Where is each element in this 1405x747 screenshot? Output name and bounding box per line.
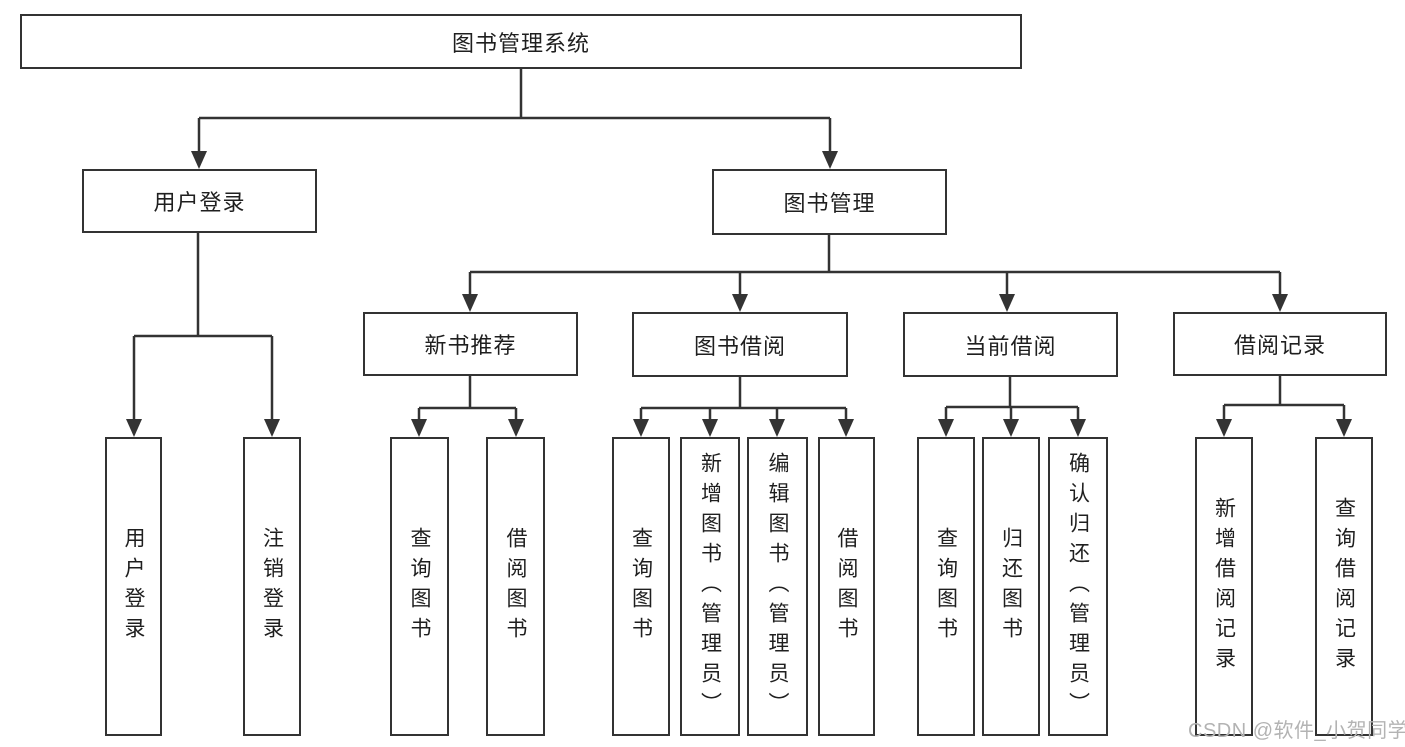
arrowhead bbox=[1003, 419, 1019, 437]
leaf-query-book-3: 查询图书 bbox=[917, 437, 975, 736]
arrowhead bbox=[126, 419, 142, 437]
leaf-query-book-1: 查询图书 bbox=[390, 437, 449, 736]
node-new-book-recommend: 新书推荐 bbox=[363, 312, 578, 376]
arrowhead bbox=[462, 294, 478, 312]
leaf-label: 注销登录 bbox=[260, 526, 284, 647]
connector-user-login bbox=[132, 233, 274, 420]
leaf-add-book-admin: 新增图书（管理员） bbox=[680, 437, 740, 736]
csdn-watermark: CSDN @软件_小贺同学 bbox=[1188, 720, 1405, 742]
connector-borrow-record bbox=[1222, 376, 1346, 420]
arrowhead bbox=[1070, 419, 1086, 437]
leaf-label: 查询借阅记录 bbox=[1332, 496, 1356, 677]
node-book-borrow: 图书借阅 bbox=[632, 312, 848, 377]
leaf-user-login: 用户登录 bbox=[105, 437, 162, 736]
connector-book-borrow bbox=[639, 377, 848, 420]
leaf-label: 借阅图书 bbox=[504, 526, 527, 647]
leaf-query-borrow-record: 查询借阅记录 bbox=[1315, 437, 1373, 736]
leaf-label: 新增图书（管理员） bbox=[698, 451, 722, 722]
arrowhead bbox=[822, 151, 838, 169]
leaf-label: 归还图书 bbox=[999, 526, 1023, 647]
arrowhead bbox=[999, 294, 1015, 312]
node-borrow-record: 借阅记录 bbox=[1173, 312, 1387, 376]
leaf-label: 新增借阅记录 bbox=[1212, 496, 1236, 677]
connector-book-management bbox=[468, 235, 1282, 295]
leaf-logout: 注销登录 bbox=[243, 437, 301, 736]
arrowhead bbox=[411, 419, 427, 437]
connector-new-book bbox=[417, 376, 518, 420]
leaf-query-book-2: 查询图书 bbox=[612, 437, 670, 736]
arrowhead bbox=[702, 419, 718, 437]
arrowhead bbox=[508, 419, 524, 437]
arrowhead bbox=[191, 151, 207, 169]
arrowhead bbox=[1336, 419, 1352, 437]
leaf-add-borrow-record: 新增借阅记录 bbox=[1195, 437, 1253, 736]
connector-current-borrow bbox=[944, 377, 1080, 420]
leaf-confirm-return-admin: 确认归还（管理员） bbox=[1048, 437, 1108, 736]
leaf-edit-book-admin: 编辑图书（管理员） bbox=[747, 437, 808, 736]
leaf-label: 用户登录 bbox=[122, 526, 145, 647]
arrowhead bbox=[633, 419, 649, 437]
leaf-label: 查询图书 bbox=[934, 526, 958, 647]
arrowhead bbox=[264, 419, 280, 437]
leaf-label: 编辑图书（管理员） bbox=[766, 451, 789, 722]
leaf-label: 确认归还（管理员） bbox=[1066, 451, 1090, 722]
leaf-label: 查询图书 bbox=[408, 526, 431, 647]
arrowhead bbox=[769, 419, 785, 437]
leaf-label: 借阅图书 bbox=[835, 526, 858, 647]
arrowhead bbox=[838, 419, 854, 437]
leaf-borrow-book-2: 借阅图书 bbox=[818, 437, 875, 736]
node-user-login: 用户登录 bbox=[82, 169, 317, 233]
node-current-borrow: 当前借阅 bbox=[903, 312, 1118, 377]
arrowhead bbox=[938, 419, 954, 437]
node-book-management: 图书管理 bbox=[712, 169, 947, 235]
connector-root bbox=[197, 69, 832, 153]
node-root: 图书管理系统 bbox=[20, 14, 1022, 69]
arrowhead bbox=[1216, 419, 1232, 437]
arrowhead bbox=[732, 294, 748, 312]
arrowhead bbox=[1272, 294, 1288, 312]
leaf-borrow-book-1: 借阅图书 bbox=[486, 437, 545, 736]
leaf-return-book: 归还图书 bbox=[982, 437, 1040, 736]
leaf-label: 查询图书 bbox=[629, 526, 653, 647]
